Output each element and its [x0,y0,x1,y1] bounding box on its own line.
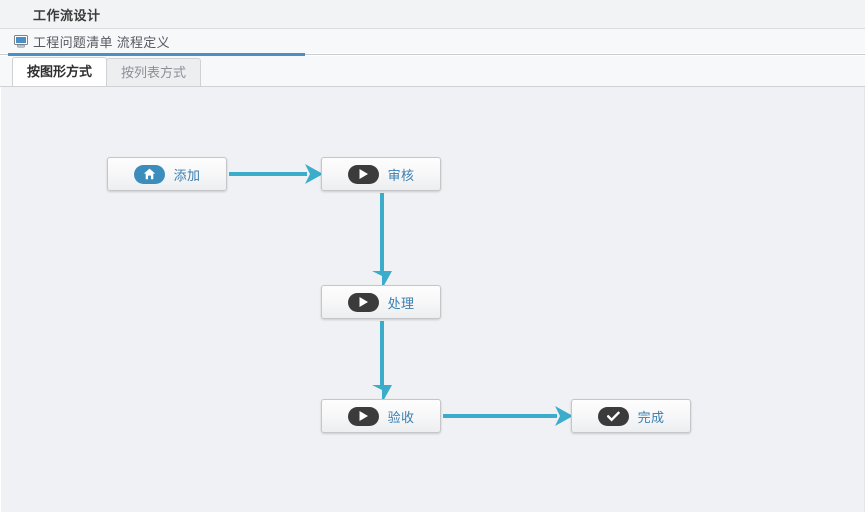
breadcrumb: 工程问题清单 流程定义 [0,29,865,53]
tab-graphical[interactable]: 按图形方式 [12,57,108,86]
breadcrumb-rule-accent [8,53,305,56]
breadcrumb-underline [0,53,865,56]
breadcrumb-label: 工程问题清单 流程定义 [33,34,170,50]
tab-list[interactable]: 按列表方式 [106,58,202,86]
home-icon [133,164,165,184]
workflow-node-accept[interactable]: 验收 [321,399,441,433]
workflow-node-label: 验收 [387,409,415,425]
workflow-node-start[interactable]: 添加 [107,157,227,191]
play-icon [347,164,379,184]
workflow-node-label: 完成 [637,409,665,425]
workflow-node-label: 添加 [173,167,201,183]
checkmark-icon [597,406,629,426]
monitor-icon [14,34,33,48]
workflow-node-review[interactable]: 审核 [321,157,441,191]
connector-start-to-review [229,164,323,184]
breadcrumb-rule-gray [0,54,865,55]
workflow-canvas[interactable]: 添加 审核 处理 验收 [0,87,865,512]
tab-bar: 按图形方式 按列表方式 [0,56,865,87]
window-titlebar: 工作流设计 [0,0,865,29]
workflow-node-label: 审核 [387,167,415,183]
play-icon [347,292,379,312]
window-title: 工作流设计 [33,7,101,23]
connector-handle-to-accept [372,321,392,403]
workflow-node-label: 处理 [387,295,415,311]
connector-review-to-handle [372,193,392,289]
connector-accept-to-finish [443,406,573,426]
play-icon [347,406,379,426]
workflow-node-finish[interactable]: 完成 [571,399,691,433]
workflow-node-handle[interactable]: 处理 [321,285,441,319]
